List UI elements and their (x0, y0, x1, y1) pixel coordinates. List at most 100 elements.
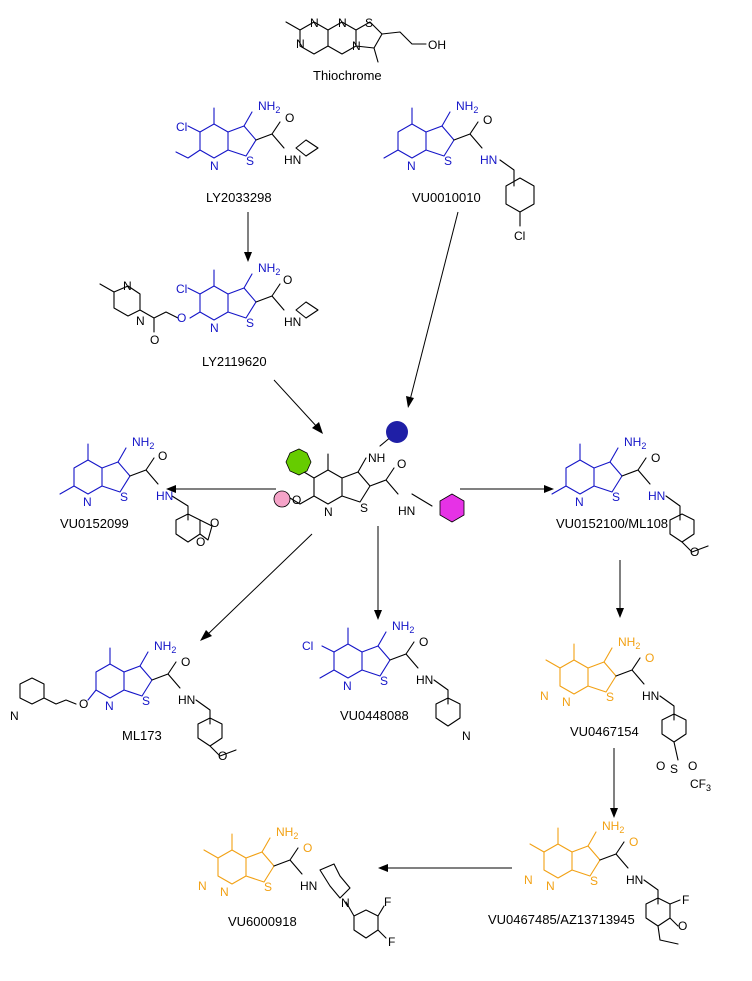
atom-n: N (310, 16, 319, 30)
vu0152100-structure: NH2 N S O HN O (551, 435, 709, 559)
label-vu6000918: VU6000918 (228, 914, 297, 929)
atom-n: N (210, 321, 219, 335)
ly2033298-structure: Cl NH2 N S O HN (175, 99, 319, 173)
atom-n: N (220, 885, 229, 899)
thiochrome-structure: N N N S N OH (285, 16, 446, 63)
atom-n: N (338, 16, 347, 30)
atom-s: S (606, 690, 614, 704)
ly2119620-structure: Cl NH2 N S O HN O O N N (99, 261, 319, 347)
atom-s: S (246, 316, 254, 330)
vu6000918-structure: NH2 N N S O HN N F F (198, 825, 395, 949)
atom-s: S (444, 154, 452, 168)
atom-n: N (524, 873, 533, 887)
atom-nh2: NH2 (132, 435, 154, 451)
atom-o: O (656, 759, 665, 773)
label-ml173: ML173 (122, 728, 162, 743)
atom-n: N (562, 695, 571, 709)
atom-f: F (384, 895, 391, 909)
atom-n: N (352, 39, 361, 53)
atom-n: N (324, 505, 333, 519)
atom-s: S (246, 154, 254, 168)
atom-o: O (690, 545, 699, 559)
vu0467485-structure: NH2 N N S O HN F O (524, 819, 689, 945)
atom-o: O (177, 311, 186, 325)
arrow-scaffold-to-vu0152100 (460, 485, 554, 493)
atom-n: N (343, 679, 352, 693)
atom-o: O (678, 919, 687, 933)
arrow-vu0010010-to-scaffold (406, 211, 459, 408)
atom-o: O (483, 113, 492, 127)
atom-s: S (120, 490, 128, 504)
atom-hn: HN (178, 693, 195, 707)
arrow-scaffold-to-vu0152099 (166, 485, 276, 493)
atom-n: N (462, 729, 471, 743)
label-ly2033298: LY2033298 (206, 190, 272, 205)
central-scaffold-structure: NH N S O HN O (273, 421, 465, 523)
atom-n: N (546, 879, 555, 893)
atom-hn: HN (626, 873, 643, 887)
atom-s: S (670, 762, 678, 776)
atom-o: O (158, 449, 167, 463)
substituent-pink-circle (273, 490, 291, 508)
atom-o: O (283, 273, 292, 287)
atom-n: N (10, 709, 19, 723)
atom-o: O (150, 333, 159, 347)
atom-hn: HN (480, 153, 497, 167)
atom-n: N (198, 879, 207, 893)
atom-o: O (303, 841, 312, 855)
atom-o: O (688, 759, 697, 773)
atom-n: N (575, 495, 584, 509)
arrows (166, 211, 624, 872)
atom-s: S (380, 674, 388, 688)
label-vu0152100: VU0152100/ML108 (556, 516, 668, 531)
atom-o: O (285, 111, 294, 125)
atom-o: O (292, 493, 301, 507)
atom-cl: Cl (302, 639, 313, 653)
substituent-green-octagon (285, 448, 312, 476)
atom-hn: HN (156, 489, 173, 503)
atom-hn: HN (284, 315, 301, 329)
atom-n: N (136, 314, 145, 328)
atom-hn: HN (284, 153, 301, 167)
arrow-scaffold-to-vu0448088 (374, 526, 382, 620)
atom-s: S (264, 880, 272, 894)
atom-cl: Cl (514, 229, 525, 243)
substituent-navy-circle (386, 421, 408, 443)
atom-nh2: NH2 (258, 261, 280, 277)
atom-n: N (123, 279, 132, 293)
atom-oh: OH (428, 38, 446, 52)
atom-o: O (397, 457, 406, 471)
atom-n: N (296, 37, 305, 51)
label-vu0010010: VU0010010 (412, 190, 481, 205)
vu0467154-structure: NH2 N N S O HN S O O CF3 (540, 635, 711, 793)
atom-nh2: NH2 (154, 639, 176, 655)
vu0010010-structure: NH2 N S O HN Cl (383, 99, 535, 243)
atom-nh2: NH2 (624, 435, 646, 451)
atom-o: O (181, 655, 190, 669)
atom-cf3: CF3 (690, 777, 711, 793)
arrow-ly2119620-to-scaffold (273, 379, 323, 434)
atom-n: N (407, 159, 416, 173)
atom-n: N (540, 689, 549, 703)
atom-cl: Cl (176, 120, 187, 134)
atom-hn: HN (398, 504, 415, 518)
atom-nh2: NH2 (602, 819, 624, 835)
atom-n: N (210, 159, 219, 173)
atom-s: S (365, 16, 373, 30)
ml173-structure: NH2 N S O HN O N O (10, 639, 237, 763)
arrow-vu0152100-to-vu0467154 (616, 560, 624, 618)
atom-s: S (360, 501, 368, 515)
atom-o: O (218, 749, 227, 763)
atom-nh2: NH2 (456, 99, 478, 115)
atom-o: O (196, 535, 205, 549)
atom-f: F (388, 935, 395, 949)
atom-n: N (83, 495, 92, 509)
atom-hn: HN (300, 879, 317, 893)
vu0152099-structure: NH2 N S O HN O O (59, 435, 219, 549)
atom-o: O (629, 835, 638, 849)
atom-hn: NH (368, 451, 385, 465)
arrow-ly2033298-to-ly2119620 (244, 212, 252, 262)
atom-nh2: NH2 (618, 635, 640, 651)
arrow-scaffold-to-ml173 (200, 533, 313, 641)
